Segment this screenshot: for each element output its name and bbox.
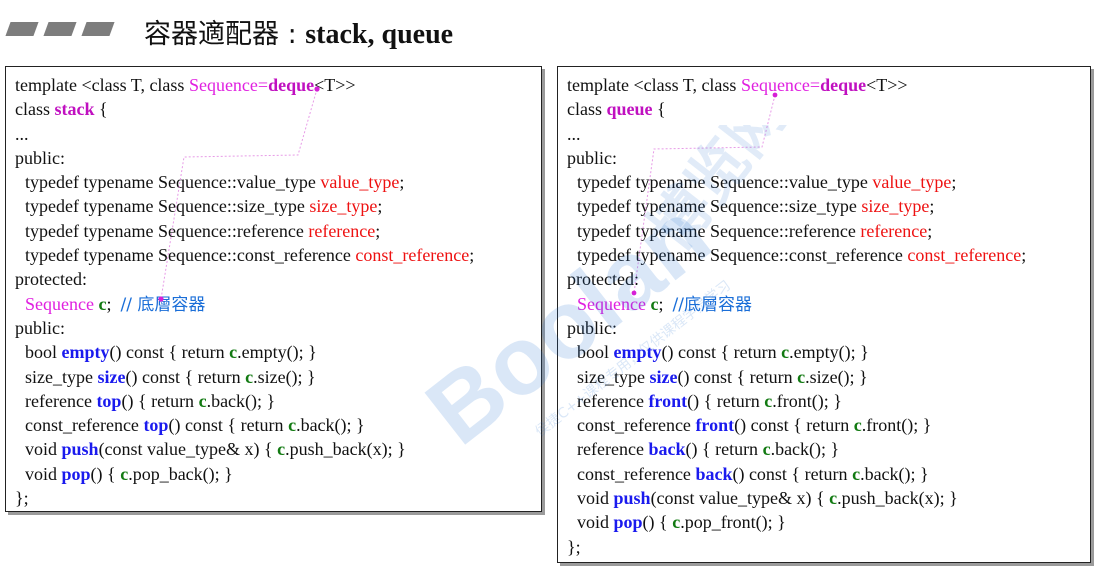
code-line: typedef typename Sequence::const_referen… [577,245,1027,266]
code-line: protected: [567,269,639,290]
code-line: bool empty() const { return c.empty(); } [25,342,317,363]
code-line: public: [567,147,617,168]
code-line: typedef typename Sequence::value_type va… [25,172,405,193]
code-line: const_reference top() const { return c.b… [25,415,365,436]
code-line: class queue { [567,99,666,120]
code-line: typedef typename Sequence::const_referen… [25,245,475,266]
queue-code-panel: template <class T, class Sequence=deque<… [557,66,1091,563]
code-line: template <class T, class Sequence=deque<… [15,75,356,95]
slide-title-latin: stack, queue [305,19,454,50]
code-line: typedef typename Sequence::size_type siz… [577,196,935,217]
code-line: public: [15,147,65,168]
code-line: typedef typename Sequence::reference ref… [577,220,933,241]
stack-code-panel: template <class T, class Sequence=deque<… [5,66,542,512]
stack-code-block: template <class T, class Sequence=deque<… [15,73,537,510]
slide-title: 容器適配器 : stack, queue [144,12,453,51]
code-line: public: [15,317,65,338]
member-type-sequence: Sequence [577,293,646,314]
code-comment: //底層容器 [672,294,752,315]
code-line: }; [15,488,29,509]
code-line: reference top() { return c.back(); } [25,390,276,411]
code-line: bool empty() const { return c.empty(); } [577,342,869,363]
code-line: template <class T, class Sequence=deque<… [567,75,908,95]
template-param-sequence: Sequence [188,75,258,95]
template-param-sequence: Sequence [740,75,810,95]
code-line: const_reference back() const { return c.… [577,463,929,484]
code-line: const_reference front() const { return c… [577,415,932,436]
code-comment: // 底層容器 [120,294,206,315]
class-name-stack: stack [54,99,95,120]
template-default-deque: deque [820,75,867,95]
code-line: reference back() { return c.back(); } [577,439,840,460]
code-line: Sequence c; // 底層容器 [25,293,206,315]
code-line: size_type size() const { return c.size()… [25,366,316,387]
code-line: size_type size() const { return c.size()… [577,366,868,387]
code-line: void pop() { c.pop_back(); } [25,463,233,484]
code-line: void pop() { c.pop_front(); } [577,512,786,533]
slide-title-cjk: 容器適配器 : [144,19,297,50]
code-line: typedef typename Sequence::value_type va… [577,172,957,193]
class-name-queue: queue [606,99,653,120]
code-line: class stack { [15,99,108,120]
code-line: reference front() { return c.front(); } [577,390,842,411]
code-line: typedef typename Sequence::size_type siz… [25,196,383,217]
code-line: void push(const value_type& x) { c.push_… [577,488,958,509]
code-line: public: [567,317,617,338]
code-line: void push(const value_type& x) { c.push_… [25,439,406,460]
queue-code-block: template <class T, class Sequence=deque<… [567,73,1086,559]
code-line: ... [567,123,581,144]
template-default-deque: deque [268,75,315,95]
code-line: ... [15,123,29,144]
code-line: protected: [15,269,87,290]
code-line: }; [567,536,581,557]
code-line: typedef typename Sequence::reference ref… [25,220,381,241]
member-type-sequence: Sequence [25,293,94,314]
title-decoration-bars [5,22,116,36]
code-line: Sequence c; //底層容器 [577,293,752,315]
slide-title-bar: 容器適配器 : stack, queue [0,8,1101,51]
